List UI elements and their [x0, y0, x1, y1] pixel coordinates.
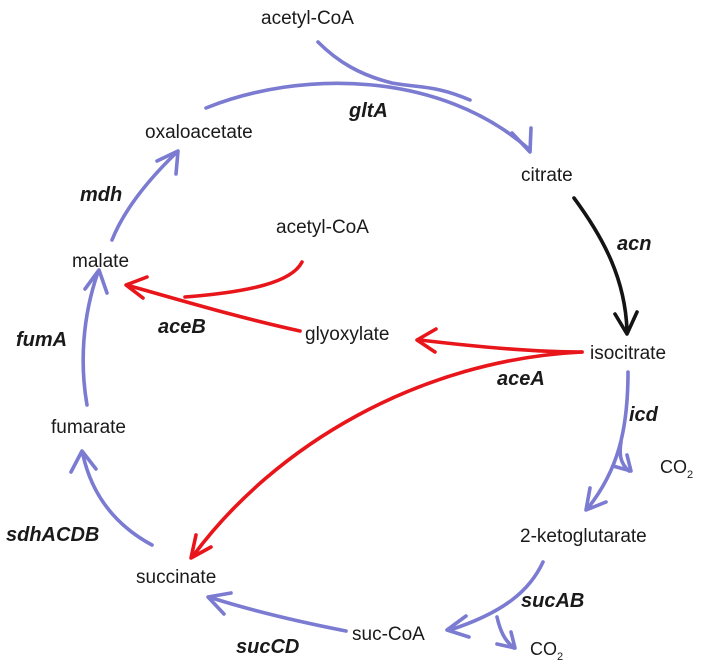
metabolite-2-ketoglutarate: 2-ketoglutarate — [520, 526, 647, 547]
enzyme-sdhACDB: sdhACDB — [6, 524, 100, 546]
arrowhead-succinate-red — [189, 533, 213, 560]
arrowhead-malate — [83, 268, 109, 295]
metabolite-fumarate: fumarate — [51, 417, 126, 438]
metabolite-suc-coa: suc-CoA — [352, 624, 425, 645]
arrow-isocitrate-to-ketoglutarate — [586, 370, 630, 510]
arrow-isocitrate-to-succinate — [191, 350, 584, 558]
arrowhead-sucAB-co2 — [495, 630, 517, 650]
arrow-acetyl-coa-to-gltA — [316, 40, 472, 102]
metabolite-succinate: succinate — [136, 567, 217, 588]
arrow-malate-to-oxaloacetate — [110, 150, 179, 242]
arrow-ketoglutarate-to-succinyl-coa — [448, 560, 545, 632]
arrow-isocitrate-to-glyoxylate — [418, 338, 584, 354]
arrow-fumarate-to-malate — [81, 270, 100, 407]
arrowhead-suc-coa — [445, 614, 471, 639]
arrowhead-glyoxylate — [415, 327, 438, 354]
byproduct-co2-icd: CO2 — [660, 457, 694, 481]
arrowhead-ketoglutarate — [584, 486, 608, 512]
arrowhead-isocitrate — [613, 310, 639, 336]
enzyme-icd: icd — [629, 404, 658, 426]
arrowhead-icd-co2 — [611, 453, 633, 473]
enzyme-sucAB: sucAB — [521, 590, 585, 612]
metabolite-oxaloacetate: oxaloacetate — [145, 122, 253, 143]
metabolite-isocitrate: isocitrate — [590, 343, 667, 364]
arrowhead-citrate — [510, 126, 533, 154]
enzyme-sucCD: sucCD — [236, 636, 300, 658]
metabolite-glyoxylate: glyoxylate — [305, 324, 390, 345]
arrowhead-malate-red — [124, 275, 149, 300]
metabolite-acetyl-coa-mid: acetyl-CoA — [276, 217, 369, 238]
arrow-glyoxylate-to-malate — [128, 284, 302, 333]
arrow-oxaloacetate-to-citrate — [204, 81, 532, 152]
metabolite-malate: malate — [72, 251, 130, 272]
arrow-acetyl-coa-to-aceB — [183, 260, 304, 299]
enzyme-aceA: aceA — [497, 368, 545, 390]
enzyme-acn: acn — [617, 233, 652, 255]
metabolite-acetyl-coa-top: acetyl-CoA — [261, 8, 354, 29]
metabolite-citrate: citrate — [521, 165, 573, 186]
arrow-citrate-to-isocitrate — [572, 196, 629, 332]
byproduct-co2-sucAB: CO2 — [530, 639, 564, 663]
enzyme-fumA: fumA — [16, 329, 68, 351]
arrowhead-succinate — [206, 591, 233, 616]
enzyme-aceB: aceB — [158, 316, 206, 338]
enzyme-gltA: gltA — [349, 100, 388, 122]
arrow-succinate-coa-to-succinate — [210, 596, 348, 633]
arrowhead-fumarate — [69, 449, 98, 474]
arrowhead-oxaloacetate — [155, 149, 180, 176]
arrow-succinate-to-fumarate — [81, 453, 154, 547]
enzyme-mdh: mdh — [80, 184, 123, 206]
